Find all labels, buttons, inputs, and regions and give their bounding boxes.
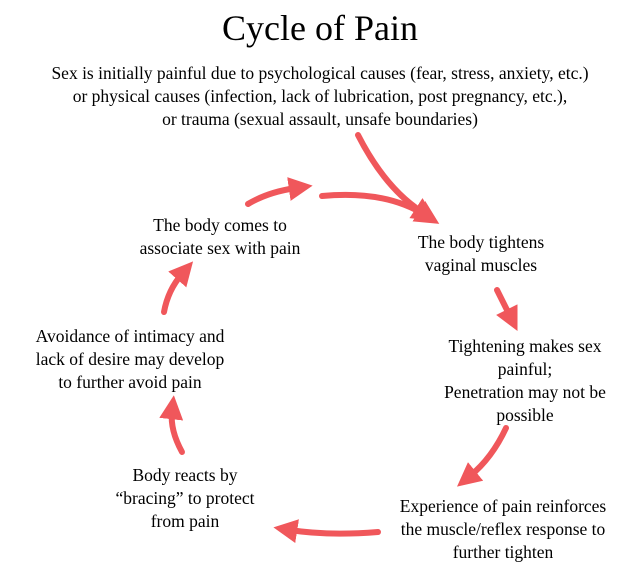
node-line: Penetration may not be <box>444 382 606 402</box>
node-tighten: The body tightens vaginal muscles <box>396 231 566 277</box>
node-reinforce: Experience of pain reinforces the muscle… <box>378 495 628 564</box>
node-line: Body reacts by <box>132 465 238 485</box>
node-line: Experience of pain reinforces <box>399 496 607 516</box>
intro-line: Sex is initially painful due to psycholo… <box>51 63 589 83</box>
node-associate: The body comes to associate sex with pai… <box>115 214 325 260</box>
arrow-reinforce-to-bracing <box>273 519 381 543</box>
arrow-bracing-to-avoidance <box>159 395 185 455</box>
node-line: painful; <box>497 359 553 379</box>
node-line: “bracing” to protect <box>115 488 255 508</box>
arrow-painful-to-reinforce <box>457 425 509 487</box>
node-bracing: Body reacts by “bracing” to protect from… <box>90 464 280 533</box>
node-line: to further avoid pain <box>58 372 202 392</box>
node-line: further tighten <box>452 542 554 562</box>
node-line: lack of desire may develop <box>35 349 225 369</box>
node-line: Tightening makes sex <box>448 336 602 356</box>
arrow-tighten-to-painful <box>494 287 518 332</box>
node-line: possible <box>496 405 554 425</box>
node-avoidance: Avoidance of intimacy and lack of desire… <box>10 325 250 394</box>
arrow-avoidance-to-associate <box>161 261 194 315</box>
node-line: The body comes to <box>153 215 287 235</box>
intro-line: or trauma (sexual assault, unsafe bounda… <box>162 109 478 129</box>
arrow-associate-to-tighten <box>319 191 440 224</box>
node-line: the muscle/reflex response to <box>400 519 606 539</box>
diagram-title: Cycle of Pain <box>222 8 418 48</box>
node-line: from pain <box>150 511 220 531</box>
intro-line: or physical causes (infection, lack of l… <box>72 86 568 106</box>
node-line: vaginal muscles <box>424 255 538 275</box>
node-line: associate sex with pain <box>139 238 301 258</box>
intro-text: Sex is initially painful due to psycholo… <box>0 62 640 131</box>
arrow-associate-top <box>245 177 313 207</box>
node-line: Avoidance of intimacy and <box>35 326 225 346</box>
node-painful: Tightening makes sex painful; Penetratio… <box>425 335 625 427</box>
node-line: The body tightens <box>417 232 545 252</box>
